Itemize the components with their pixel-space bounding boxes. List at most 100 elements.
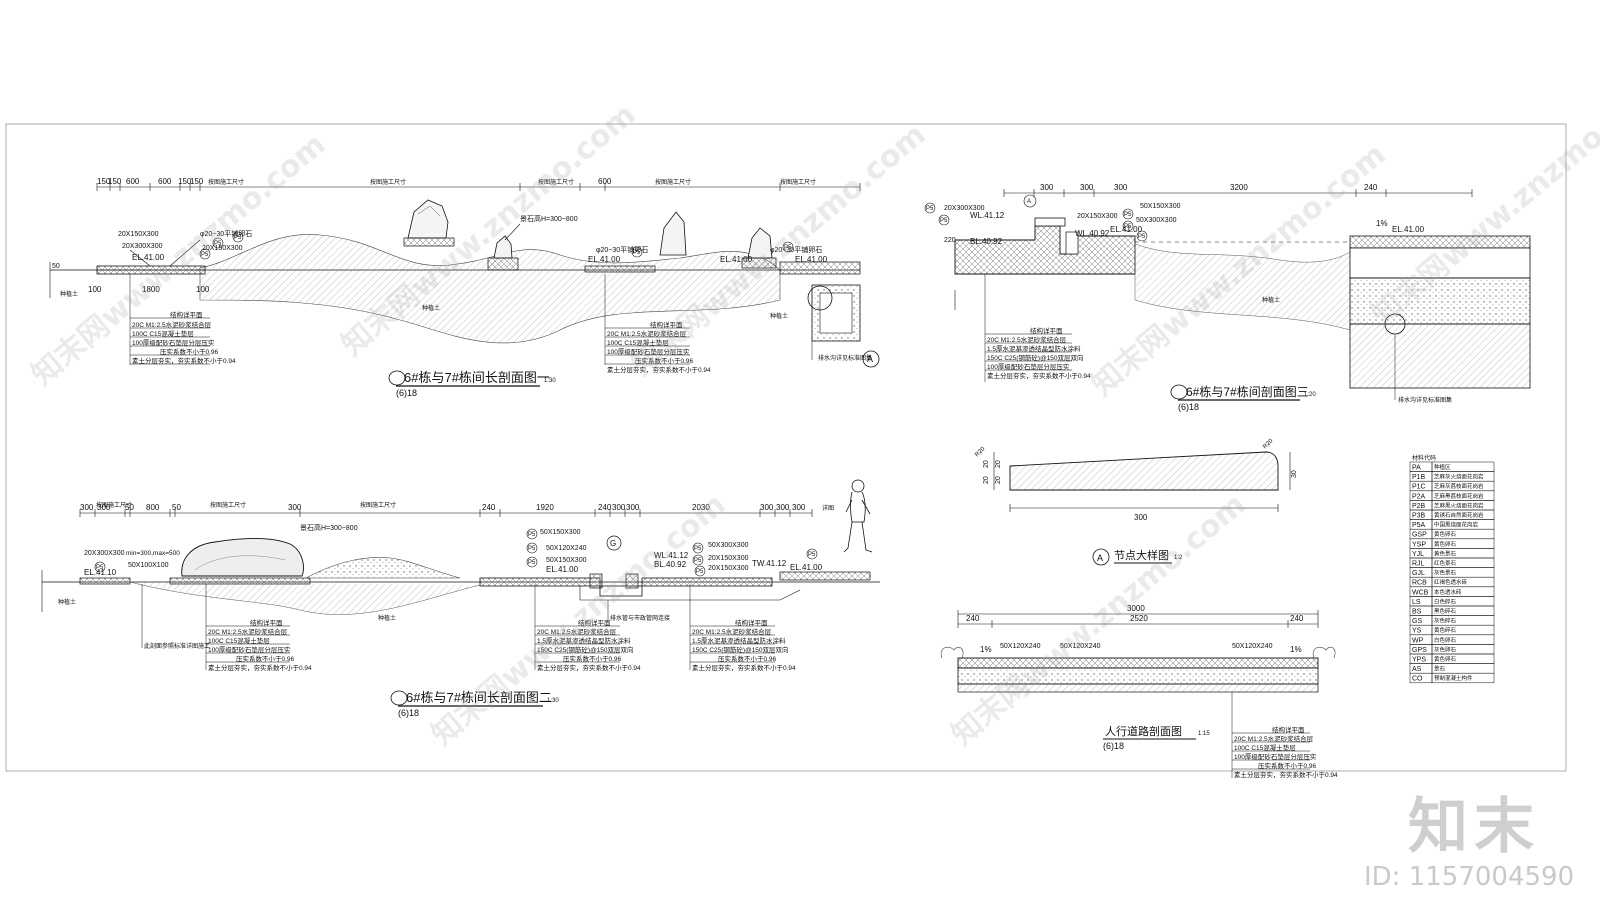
legend-desc: 芝麻黑荔枝面花岗岩 (1434, 492, 1484, 500)
tag: P5 (528, 560, 536, 566)
elevation-label: BL.40.92 (654, 560, 687, 569)
svg-text:100C C15混凝土垫层: 100C C15混凝土垫层 (208, 636, 270, 645)
legend-code: AS (1412, 666, 1422, 673)
drain-note: 排水沟详见标准图集 (1398, 396, 1452, 404)
dim-label: 100 (196, 285, 210, 294)
material-label: φ20~30平铺卵石 (596, 245, 648, 254)
svg-text:20X150X300: 20X150X300 (1077, 213, 1118, 220)
svg-text:300: 300 (288, 503, 302, 512)
tag: P5 (201, 252, 209, 258)
svg-text:300: 300 (80, 503, 94, 512)
legend-desc: 黄色卵石 (1434, 530, 1457, 538)
section-1: 150 150 600 600 150 150 600 按图施工尺寸 按图施工尺… (49, 177, 880, 398)
svg-text:1.5厚水泥基渗透结晶型防水涂料: 1.5厚水泥基渗透结晶型防水涂料 (692, 636, 786, 645)
svg-text:300: 300 (1080, 183, 1094, 192)
section-ref: (6)18 (398, 708, 419, 718)
svg-text:20: 20 (983, 460, 990, 468)
legend-code: GPS (1412, 647, 1427, 654)
spec-table: 结构详平面 20C M1:2.5水泥砂浆结合层 100C C15混凝土垫层 10… (605, 320, 711, 374)
svg-text:150C C25(钢筋砼)@150双层双向: 150C C25(钢筋砼)@150双层双向 (692, 645, 789, 654)
legend-desc: 黄锈石自然面花岗岩 (1434, 511, 1484, 519)
legend-code: GJL (1412, 570, 1425, 577)
svg-text:结构详平面: 结构详平面 (650, 320, 683, 329)
svg-text:压实系数不小于0.96: 压实系数不小于0.96 (236, 654, 295, 663)
svg-text:1.5厚水泥基渗透结晶型防水涂料: 1.5厚水泥基渗透结晶型防水涂料 (537, 636, 631, 645)
spec-table: 结构详平面 20C M1:2.5水泥砂浆结合层 100C C15混凝土垫层 10… (206, 618, 312, 672)
spec-table: 结构详平面 20C M1:2.5水泥砂浆结合层 100C C15混凝土垫层 10… (1232, 725, 1338, 779)
legend-desc: 红色景石 (1434, 559, 1457, 567)
tag: P5 (633, 250, 641, 256)
dim-note: 按图施工尺寸 (208, 178, 244, 186)
legend-desc: 黄色碎石 (1434, 626, 1457, 634)
svg-text:50: 50 (125, 503, 134, 512)
svg-text:结构详平面: 结构详平面 (735, 618, 768, 627)
dim-label: 100 (88, 285, 102, 294)
legend-code: BS (1412, 609, 1422, 616)
soil-label: 种植土 (378, 614, 396, 622)
legend-code: CO (1412, 676, 1423, 683)
legend-desc: 红褐色透水砖 (1434, 578, 1468, 586)
section-scale: 1:30 (547, 698, 559, 704)
stone-note: 景石高H=300~800 (300, 523, 358, 532)
tag: P5 (528, 532, 536, 538)
svg-text:30: 30 (1291, 470, 1298, 478)
svg-text:300: 300 (760, 503, 774, 512)
svg-text:150C C25(钢筋砼)@150双层双向: 150C C25(钢筋砼)@150双层双向 (987, 353, 1084, 362)
svg-text:50X300X300: 50X300X300 (1136, 217, 1177, 224)
svg-text:20C M1:2.5水泥砂浆结合层: 20C M1:2.5水泥砂浆结合层 (537, 627, 617, 636)
road-section: 3000 240 2520 240 1% 1% 50X120X240 50X12… (940, 604, 1338, 779)
legend-code: YPS (1412, 657, 1426, 664)
legend-code: P5A (1412, 522, 1426, 529)
tag: P5 (926, 206, 934, 212)
svg-text:20: 20 (995, 460, 1002, 468)
tag: P5 (234, 235, 242, 241)
svg-text:50X120X240: 50X120X240 (1000, 643, 1041, 650)
svg-text:50X150X300: 50X150X300 (540, 529, 581, 536)
svg-text:20C M1:2.5水泥砂浆结合层: 20C M1:2.5水泥砂浆结合层 (987, 335, 1067, 344)
svg-text:50X120X240: 50X120X240 (1232, 643, 1273, 650)
svg-text:20C M1:2.5水泥砂浆结合层: 20C M1:2.5水泥砂浆结合层 (607, 329, 687, 338)
spec-table: 结构详平面 20C M1:2.5水泥砂浆结合层 1.5厚水泥基渗透结晶型防水涂料… (985, 326, 1091, 380)
road-ref: (6)18 (1103, 741, 1124, 751)
section-ref: (6)18 (396, 388, 417, 398)
svg-text:100厚级配砂石垫层分层压实: 100厚级配砂石垫层分层压实 (208, 645, 291, 654)
svg-text:220: 220 (944, 237, 956, 244)
svg-text:240: 240 (482, 503, 496, 512)
svg-text:100厚级配砂石垫层分层压实: 100厚级配砂石垫层分层压实 (607, 347, 690, 356)
road-scale: 1:15 (1198, 731, 1210, 737)
svg-text:100厚级配砂石垫层分层压实: 100厚级配砂石垫层分层压实 (132, 338, 215, 347)
soil-label: 种植土 (58, 598, 76, 606)
elevation-label: EL.41.00 (795, 255, 828, 264)
svg-text:1%: 1% (1290, 645, 1302, 654)
svg-text:20C M1:2.5水泥砂浆结合层: 20C M1:2.5水泥砂浆结合层 (132, 320, 212, 329)
dim-label: 150 (190, 177, 204, 186)
tag: P5 (784, 245, 792, 251)
legend-code: GS (1412, 618, 1422, 625)
legend-desc: 本色透水砖 (1434, 588, 1462, 596)
legend-desc: 黑色碎石 (1434, 607, 1457, 615)
ground-depth: 50 (52, 263, 60, 270)
elevation-label: WL.40.92 (1075, 229, 1110, 238)
legend-code: P1C (1412, 484, 1426, 491)
person-figure (843, 479, 873, 553)
legend-code: PA (1412, 465, 1421, 472)
elevation-label: EL.41.10 (84, 568, 117, 577)
svg-text:300: 300 (626, 503, 640, 512)
svg-text:压实系数不小于0.96: 压实系数不小于0.96 (160, 347, 219, 356)
svg-text:300: 300 (612, 503, 626, 512)
section-title: 6#栋与7#栋间剖面图三 (1186, 384, 1309, 399)
legend-code: YSP (1412, 541, 1426, 548)
svg-text:20X150X300: 20X150X300 (708, 565, 749, 572)
legend-desc: 白色卵石 (1434, 636, 1457, 644)
dim-note: 按图施工尺寸 (210, 501, 246, 509)
legend-code: YS (1412, 628, 1422, 635)
material-label: φ20~30平铺卵石 (770, 245, 822, 254)
legend-desc: 灰色卵石 (1434, 645, 1457, 653)
svg-text:素土分层夯实，夯实系数不小于0.94: 素土分层夯实，夯实系数不小于0.94 (607, 365, 711, 374)
svg-text:素土分层夯实，夯实系数不小于0.94: 素土分层夯实，夯实系数不小于0.94 (692, 663, 796, 672)
legend-code: YJL (1412, 551, 1424, 558)
dim-note: 详图 (822, 504, 834, 512)
svg-text:50X100X100: 50X100X100 (128, 562, 169, 569)
svg-text:1920: 1920 (536, 503, 554, 512)
svg-text:100C C15混凝土垫层: 100C C15混凝土垫层 (607, 338, 669, 347)
